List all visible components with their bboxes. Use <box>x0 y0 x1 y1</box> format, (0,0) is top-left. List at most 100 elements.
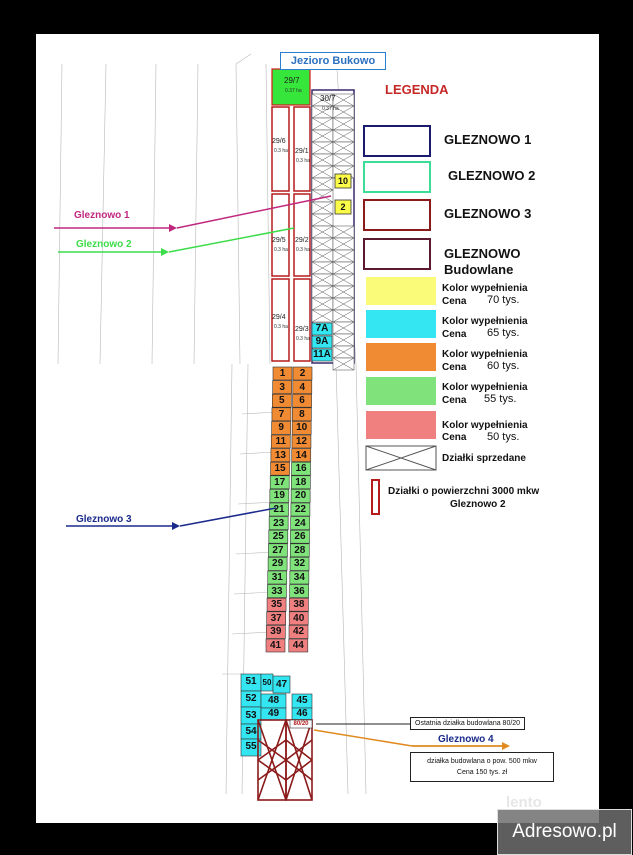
note-last-parcel: Ostatnia działka budowlana 80/20 <box>410 717 526 730</box>
parcel <box>266 625 286 639</box>
arrow-gleznowo-1 <box>54 195 332 232</box>
parcel-label-45: 45 <box>296 695 308 706</box>
legend-box-g2 <box>363 161 431 193</box>
parcel <box>266 611 286 626</box>
parcel-number: 26 <box>294 531 306 543</box>
legend-box-g1 <box>363 125 431 157</box>
sold-cross <box>311 141 334 155</box>
parcel-label-52: 52 <box>245 693 257 704</box>
parcel <box>270 448 291 462</box>
parcel-number: 35 <box>270 599 283 611</box>
bottom-parcels <box>240 673 313 801</box>
parcel <box>267 557 288 571</box>
parcel <box>292 380 313 394</box>
parcel-number: 33 <box>271 585 283 597</box>
parcel-number: 44 <box>292 640 304 651</box>
legend-box-budowlane <box>363 238 431 270</box>
parcel-number: 38 <box>293 599 305 611</box>
parcel-label-54: 54 <box>245 726 257 737</box>
legend-fill-50-price: 50 tys. <box>487 431 520 443</box>
parcel <box>288 638 309 653</box>
parcel <box>267 570 288 585</box>
legend-fill-70 <box>366 277 436 305</box>
parcel-number: 40 <box>293 612 305 624</box>
parcel <box>290 502 311 517</box>
parcel-number: 10 <box>296 422 308 434</box>
parcel-area-29-4: 0.3 ha <box>274 324 288 330</box>
parcel <box>289 597 309 612</box>
parcel <box>269 475 290 490</box>
arrow-gleznowo-4 <box>313 729 510 750</box>
parcel-number: 7 <box>278 408 285 420</box>
parcel-number: 34 <box>293 572 305 583</box>
sold-cross <box>311 189 334 203</box>
parcel-number: 36 <box>293 585 305 597</box>
parcel <box>290 489 311 503</box>
legend-fill-60-line2: Cena <box>442 362 467 373</box>
parcel-29-7 <box>271 68 311 106</box>
legend-fill-65 <box>366 310 436 338</box>
legend-fill-65-line1: Kolor wypełnienia <box>442 316 528 327</box>
parcel-10 <box>334 173 352 189</box>
parcel <box>289 570 310 585</box>
arrow-gleznowo-3 <box>66 507 277 530</box>
parcel-area-29-3: 0.3 ha <box>296 336 310 342</box>
parcel <box>290 516 310 530</box>
sold-cross <box>311 237 334 251</box>
legend-fill-55-price: 55 tys. <box>484 393 517 405</box>
sold-cross <box>311 129 334 143</box>
sold-cross <box>311 153 334 167</box>
parcel-29-4 <box>271 278 290 362</box>
legend-label-g1: GLEZNOWO 1 <box>444 132 532 147</box>
parcel-area-29-6: 0.3 ha <box>274 148 288 154</box>
legend-fill-60-price: 60 tys. <box>487 360 520 372</box>
parcel-number: 12 <box>295 436 307 447</box>
parcel-number: 6 <box>299 395 305 407</box>
parcel-29-1 <box>293 106 311 192</box>
parcel-label-29-2: 29/2 <box>295 237 309 244</box>
sold-cross <box>332 357 355 371</box>
arrow-label-g4: Gleznowo 4 <box>438 734 494 745</box>
parcel-number: 37 <box>270 612 282 624</box>
legend-label-budowlane: GLEZNOWO <box>444 246 521 261</box>
parcel-label-29-1: 29/1 <box>295 148 309 155</box>
parcel <box>288 611 309 626</box>
sold-cross <box>332 105 355 119</box>
parcel-number: 42 <box>292 626 305 638</box>
sold-cross <box>311 177 334 191</box>
parcel-number: 8 <box>299 408 305 420</box>
parcel-number: 22 <box>294 504 306 515</box>
parcel <box>289 584 309 598</box>
parcel <box>289 557 310 571</box>
parcel-number: 23 <box>273 517 285 529</box>
parcel <box>292 366 313 381</box>
parcel-9a <box>311 335 333 349</box>
parcel-number: 25 <box>272 531 284 543</box>
sold-cross <box>332 285 355 299</box>
parcel-label-49: 49 <box>267 708 280 719</box>
parcel-number: 3 <box>279 381 285 393</box>
legend-fill-50-line2: Cena <box>442 432 467 443</box>
parcel <box>272 380 292 394</box>
lake-label: Jezioro Bukowo <box>280 52 386 70</box>
parcel <box>266 597 287 612</box>
legend-fill-60-line1: Kolor wypełnienia <box>442 349 528 360</box>
arrow-label-g2: Gleznowo 2 <box>76 239 132 250</box>
parcel-number: 1 <box>279 368 286 379</box>
parcel-number: 32 <box>293 558 306 570</box>
parcel <box>270 434 291 449</box>
note-building-line2: Cena 150 tys. zł <box>456 769 508 776</box>
parcel-label-55: 55 <box>245 741 257 752</box>
legend-label-g2: GLEZNOWO 2 <box>448 168 536 183</box>
parcel <box>271 407 292 422</box>
sold-cross <box>311 297 334 311</box>
parcel-map <box>54 53 510 801</box>
legend-fill-70-line1: Kolor wypełnienia <box>442 283 528 294</box>
adresowo-watermark[interactable]: Adresowo.pl <box>497 809 632 855</box>
sold-cross <box>311 93 334 107</box>
legend-label-g3: GLEZNOWO 3 <box>444 206 532 221</box>
parcel-29-6 <box>271 106 290 192</box>
parcel <box>291 421 312 435</box>
parcel-number: 19 <box>273 490 285 502</box>
legend-area-label-2: Gleznowo 2 <box>450 499 506 510</box>
